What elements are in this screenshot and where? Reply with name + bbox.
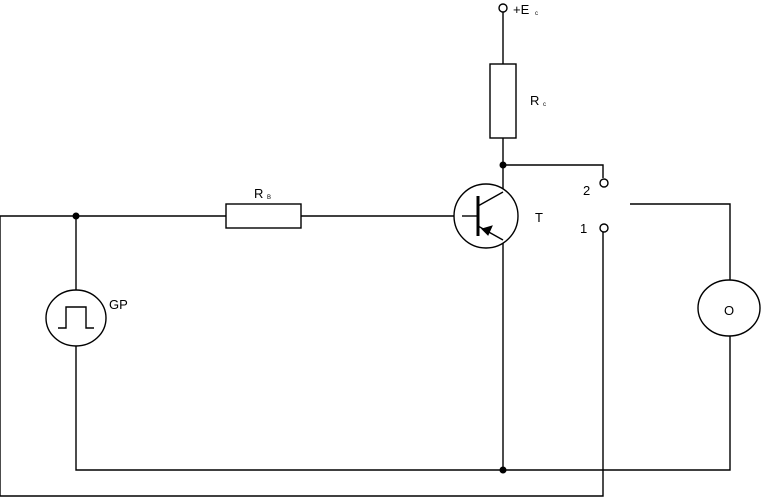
- wire-gp-bottom: [75, 336, 731, 471]
- switch-label-1: 1: [580, 221, 587, 236]
- base-resistor: [225, 203, 302, 229]
- collector-resistor-label: R: [530, 93, 539, 108]
- transistor: [453, 183, 519, 249]
- collector-resistor-label-sub: c: [543, 102, 546, 108]
- square-pulse-icon: [58, 306, 94, 329]
- emitter-arrow: [481, 225, 493, 236]
- transistor-label: T: [535, 210, 543, 225]
- junction-ground: [499, 466, 507, 474]
- junction-collector: [499, 161, 507, 169]
- base-resistor-label: R: [254, 186, 263, 201]
- junction-base-gp: [72, 212, 80, 220]
- oscilloscope: [697, 279, 761, 337]
- pulse-generator: [45, 289, 107, 347]
- base-resistor-label-sub: B: [267, 195, 271, 201]
- wire-to-switch-2: [503, 164, 604, 178]
- supply-label: +E: [513, 2, 530, 17]
- oscilloscope-label: O: [724, 303, 734, 318]
- switch-terminal-2: [599, 178, 609, 188]
- switch-label-2: 2: [583, 183, 590, 198]
- generator-label: GP: [109, 297, 128, 312]
- wire-switch-arm: [630, 203, 731, 280]
- collector-resistor: [489, 63, 517, 139]
- wire-outer-loop: [0, 216, 604, 497]
- supply-label-sub: c: [535, 11, 538, 17]
- wires: [0, 12, 731, 497]
- supply-terminal: [498, 3, 508, 13]
- switch-terminal-1: [599, 223, 609, 233]
